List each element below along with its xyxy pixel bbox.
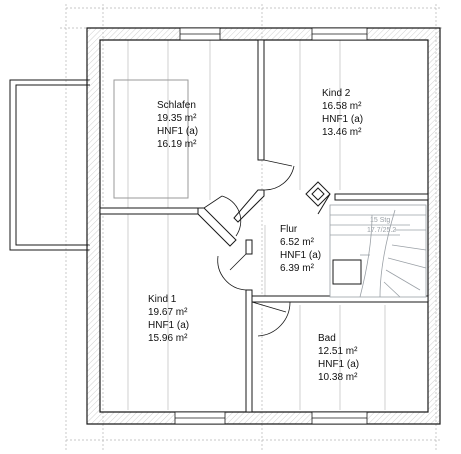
- chimney: [305, 181, 331, 207]
- stair-label-ratio: 17.7/25.2: [367, 227, 396, 234]
- room-area: 19.67 m²: [148, 307, 188, 318]
- room-area: 12.51 m²: [318, 346, 358, 357]
- room-area: 19.35 m²: [157, 113, 197, 124]
- room-hnf-area: 15.96 m²: [148, 333, 188, 344]
- room-area: 6.52 m²: [280, 237, 315, 248]
- room-name: Kind 1: [148, 294, 177, 305]
- room-bad: Bad 12.51 m² HNF1 (a) 10.38 m²: [318, 333, 359, 383]
- room-area: 16.58 m²: [322, 101, 362, 112]
- room-hnf-area: 10.38 m²: [318, 372, 358, 383]
- room-hnf-label: HNF1 (a): [148, 320, 189, 331]
- room-hnf-area: 16.19 m²: [157, 139, 197, 150]
- interior-walls: [99, 39, 429, 413]
- room-hnf-label: HNF1 (a): [280, 250, 321, 261]
- wall-diagonal: [317, 193, 331, 215]
- doors: [203, 159, 295, 337]
- room-hnf-label: HNF1 (a): [318, 359, 359, 370]
- room-schlafen: Schlafen 19.35 m² HNF1 (a) 16.19 m²: [157, 100, 198, 150]
- room-name: Kind 2: [322, 88, 351, 99]
- room-kind2: Kind 2 16.58 m² HNF1 (a) 13.46 m²: [322, 88, 363, 138]
- staircase: [329, 204, 427, 298]
- room-kind1: Kind 1 19.67 m² HNF1 (a) 15.96 m²: [148, 294, 189, 344]
- room-flur: Flur 6.52 m² HNF1 (a) 6.39 m²: [280, 224, 321, 274]
- windows: [174, 27, 368, 425]
- stair-label-steps: 15 Stg: [370, 217, 390, 224]
- room-hnf-label: HNF1 (a): [157, 126, 198, 137]
- room-name: Schlafen: [157, 100, 196, 111]
- room-hnf-area: 13.46 m²: [322, 127, 362, 138]
- balcony: [9, 79, 90, 251]
- room-hnf-label: HNF1 (a): [322, 114, 363, 125]
- room-hnf-area: 6.39 m²: [280, 263, 315, 274]
- bed-outline: [113, 79, 189, 199]
- room-name: Bad: [318, 333, 336, 344]
- room-name: Flur: [280, 224, 298, 235]
- interior-lines: [127, 40, 386, 410]
